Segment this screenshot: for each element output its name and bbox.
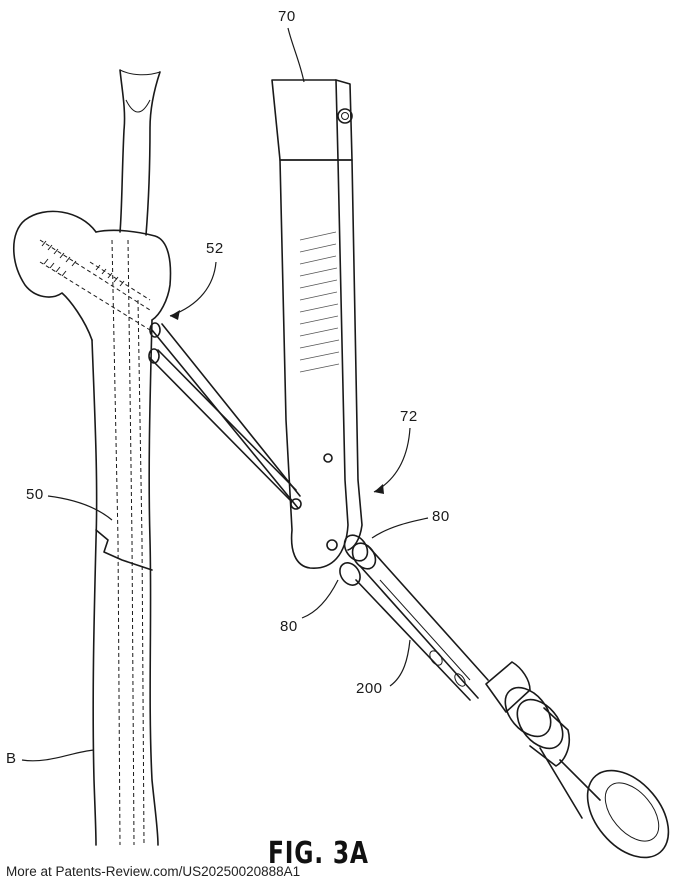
source-footer: More at Patents-Review.com/US20250020888… [6,864,301,879]
figure-title: FIG. 3A [268,836,369,871]
leader-lines [21,27,429,762]
ref-label-80-upper: 80 [432,508,450,525]
guide-rods [148,322,301,509]
sleeve-assembly [339,534,670,859]
ref-label-70: 70 [278,8,296,25]
ref-label-b: B [6,750,17,767]
ref-label-72: 72 [400,408,418,425]
ref-label-50: 50 [26,486,44,503]
femur-bone [13,69,172,846]
ref-label-52: 52 [206,240,224,257]
ref-label-80-lower: 80 [280,618,298,635]
ref-label-200: 200 [356,680,383,697]
targeting-arm [271,79,363,569]
